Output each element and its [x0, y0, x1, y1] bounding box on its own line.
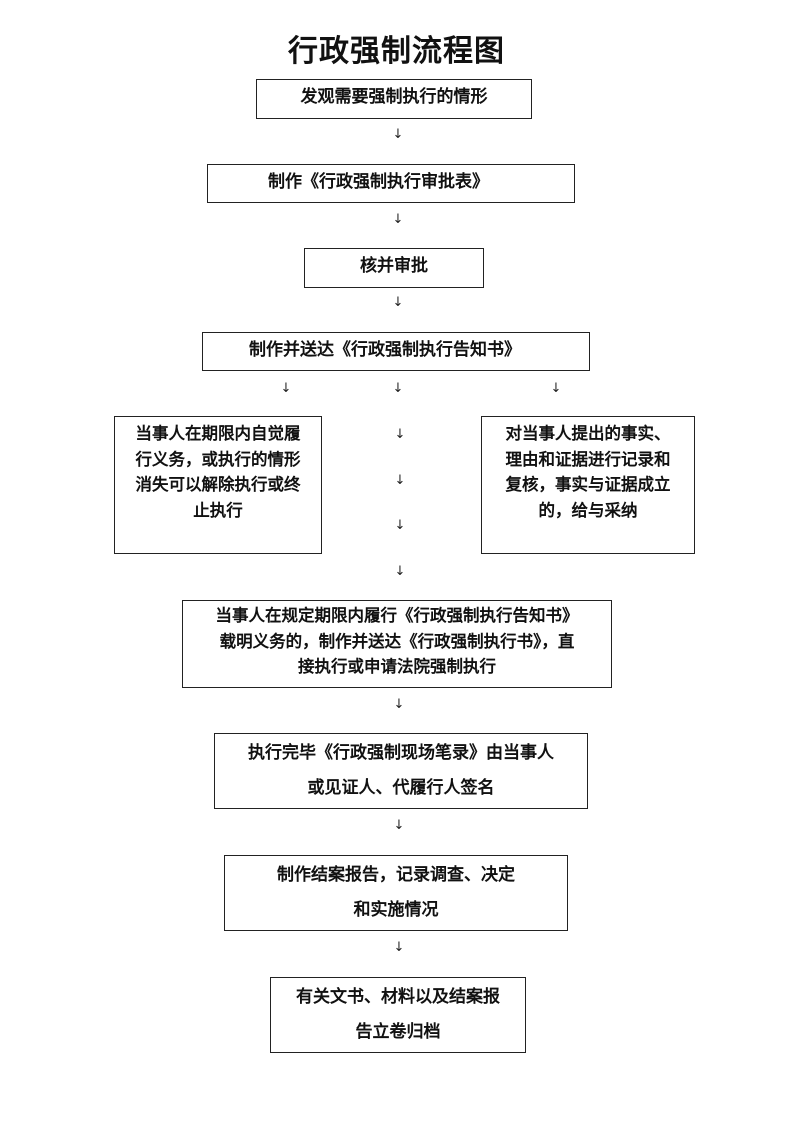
onsite-record-box: 执行完毕《行政强制现场笔录》由当事人 或见证人、代履行人签名 [214, 733, 588, 809]
execution-line-3: 接执行或申请法院强制执行 [298, 657, 496, 677]
statement-line-1: 对当事人提出的事实、 [505, 424, 671, 443]
arrow-down-icon: ↓ [393, 818, 405, 833]
arrow-down-icon: ↓ [280, 381, 292, 396]
closing-report-line-1: 制作结案报告，记录调查、决定 [277, 865, 515, 885]
archive-line-2: 告立卷归档 [355, 1021, 441, 1042]
execution-line-1: 当事人在规定期限内履行《行政强制执行告知书》 [215, 606, 579, 625]
step-discover-box: 发观需要强制执行的情形 [256, 79, 532, 119]
step-review-text: 核并审批 [360, 256, 428, 276]
voluntary-line-2: 行义务，或执行的情形 [135, 449, 301, 469]
diagram-title: 行政强制流程图 [288, 34, 505, 69]
arrow-down-icon: ↓ [392, 127, 404, 142]
onsite-record-line-2: 或见证人、代履行人签名 [307, 777, 495, 798]
execution-line-2: 载明义务的，制作并送达《行政强制执行书》，直 [219, 631, 575, 651]
arrow-down-icon: ↓ [550, 381, 562, 396]
closing-report-box: 制作结案报告，记录调查、决定 和实施情况 [224, 855, 568, 931]
voluntary-line-1: 当事人在期限内自觉履 [135, 424, 301, 443]
arrow-down-icon: ↓ [392, 212, 404, 227]
voluntary-line-3: 消失可以解除执行或终 [135, 475, 301, 495]
onsite-record-line-1: 执行完毕《行政强制现场笔录》由当事人 [248, 743, 554, 763]
execution-decision-box: 当事人在规定期限内履行《行政强制执行告知书》 载明义务的，制作并送达《行政强制执… [182, 600, 612, 688]
voluntary-fulfillment-box: 当事人在期限内自觉履 行义务，或执行的情形 消失可以解除执行或终 止执行 [114, 416, 322, 554]
step-notice-text: 制作并送达《行政强制执行告知书》 [249, 340, 521, 360]
step-discover-text: 发观需要强制执行的情形 [300, 87, 488, 107]
arrow-down-icon: ↓ [392, 381, 404, 396]
statement-line-2: 理由和证据进行记录和 [505, 449, 671, 469]
statement-review-box: 对当事人提出的事实、 理由和证据进行记录和 复核，事实与证据成立 的，给与采纳 [481, 416, 695, 554]
arrow-down-icon: ↓ [394, 518, 406, 533]
arrow-down-icon: ↓ [393, 697, 405, 712]
arrow-down-icon: ↓ [394, 564, 406, 579]
step-notice-box: 制作并送达《行政强制执行告知书》 [202, 332, 590, 371]
step-review-box: 核并审批 [304, 248, 484, 288]
arrow-down-icon: ↓ [392, 295, 404, 310]
arrow-down-icon: ↓ [394, 427, 406, 442]
step-approval-form-box: 制作《行政强制执行审批表》 [207, 164, 575, 203]
statement-line-3: 复核，事实与证据成立 [505, 475, 671, 495]
voluntary-line-4: 止执行 [193, 500, 243, 520]
arrow-down-icon: ↓ [393, 940, 405, 955]
statement-line-4: 的，给与采纳 [538, 500, 638, 520]
step-approval-form-text: 制作《行政强制执行审批表》 [268, 172, 489, 192]
archive-line-1: 有关文书、材料以及结案报 [296, 987, 500, 1007]
arrow-down-icon: ↓ [394, 473, 406, 488]
closing-report-line-2: 和实施情况 [353, 899, 439, 920]
archive-box: 有关文书、材料以及结案报 告立卷归档 [270, 977, 526, 1053]
